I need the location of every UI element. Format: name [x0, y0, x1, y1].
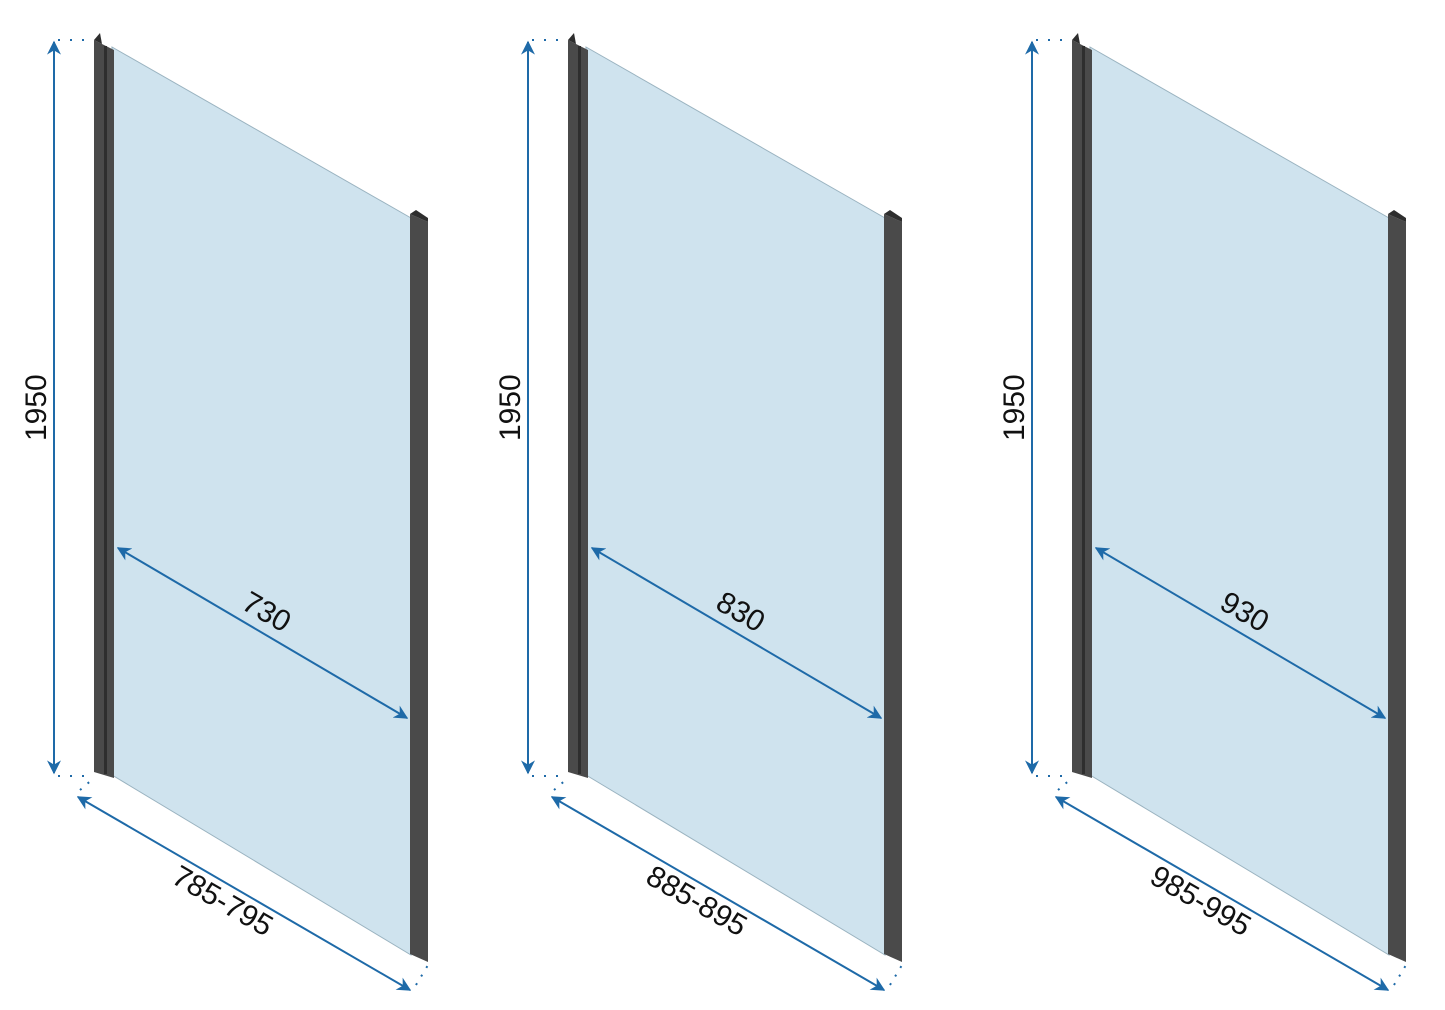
panel-1: 1950 730 785-795	[20, 33, 429, 991]
height-label: 1950	[998, 374, 1031, 441]
right-wall-profile	[410, 210, 428, 962]
left-wall-profile	[568, 33, 588, 778]
panel-3: 1950 930 985-995	[998, 33, 1407, 991]
height-dimension: 1950	[494, 39, 568, 777]
height-dimension: 1950	[20, 39, 94, 777]
height-label: 1950	[20, 374, 53, 441]
glass-pane	[1089, 46, 1390, 956]
total-width-label: 785-795	[167, 859, 279, 943]
left-wall-profile	[1072, 33, 1092, 778]
height-dimension: 1950	[998, 39, 1072, 777]
glass-pane	[585, 46, 886, 956]
glass-pane	[111, 46, 412, 956]
total-width-label: 885-895	[641, 859, 753, 943]
total-width-label: 985-995	[1145, 859, 1257, 943]
panel-2: 1950 830 885-895	[494, 33, 903, 991]
right-wall-profile	[1388, 210, 1406, 962]
left-wall-profile	[94, 33, 114, 778]
right-wall-profile	[884, 210, 902, 962]
height-label: 1950	[494, 374, 527, 441]
